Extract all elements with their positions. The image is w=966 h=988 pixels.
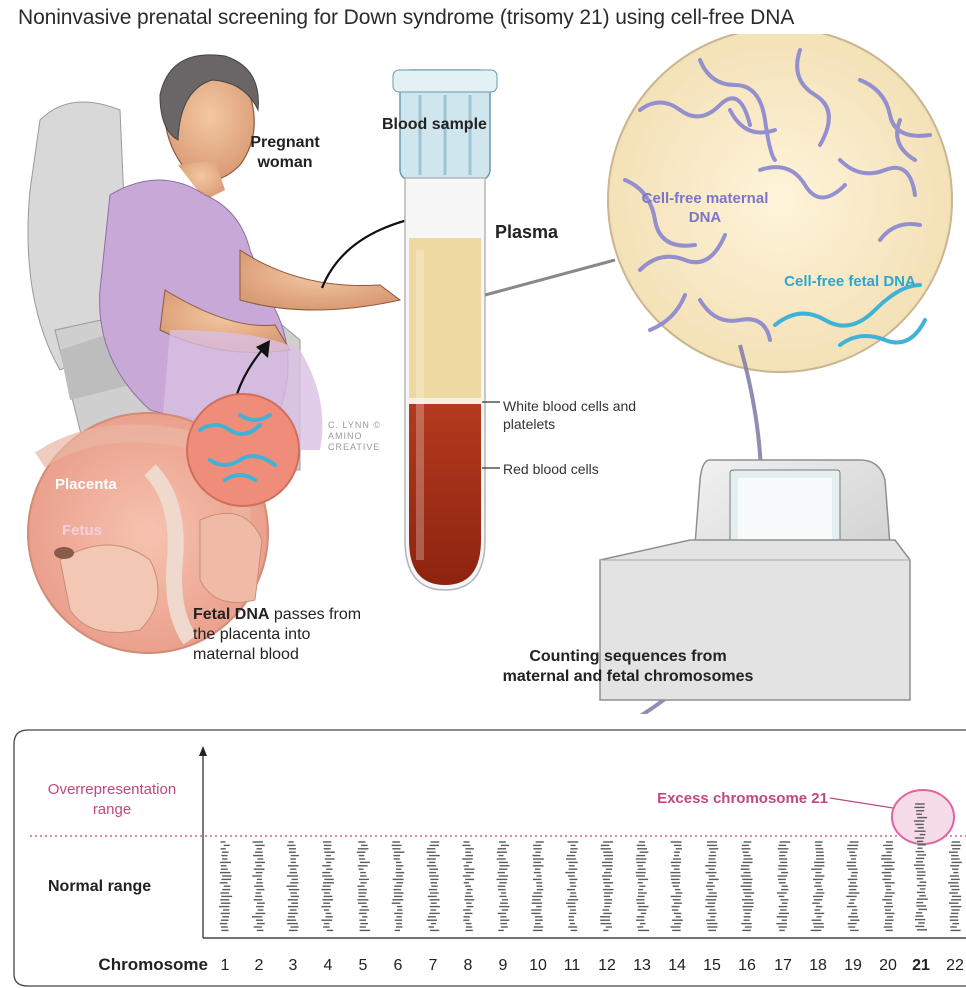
pregnant-woman-figure: [100, 55, 400, 450]
chromosome-2-sequences: [252, 842, 265, 930]
tick-label-19: 19: [844, 957, 862, 974]
normal-range-label: Normal range: [48, 878, 151, 895]
chromosome-11-sequences: [565, 842, 578, 930]
blood-sample-tube: [393, 70, 497, 590]
placenta-label: Placenta: [55, 476, 117, 493]
excess-chromosome-annotation: Excess chromosome 21: [657, 790, 828, 807]
y-axis-arrow: [199, 746, 207, 756]
chromosome-9-sequences: [496, 842, 509, 930]
chromosome-3-sequences: [286, 842, 299, 930]
tick-label-7: 7: [429, 957, 438, 974]
counting-label: Counting sequences from maternal and fet…: [498, 647, 758, 687]
fetal-dna-caption: Fetal DNA passes from the placenta into …: [193, 605, 373, 665]
tick-label-15: 15: [703, 957, 721, 974]
chromosome-19-sequences: [846, 842, 859, 930]
chromosome-22-sequences: [948, 842, 962, 930]
fetal-dna-label: Cell-free fetal DNA: [775, 272, 925, 291]
tick-label-2: 2: [255, 957, 264, 974]
tick-label-14: 14: [668, 957, 686, 974]
tick-label-11: 11: [564, 957, 581, 974]
chromosome-10-sequences: [531, 842, 544, 930]
tick-label-9: 9: [499, 957, 508, 974]
tick-label-6: 6: [394, 957, 403, 974]
tick-label-13: 13: [633, 957, 651, 974]
chromosome-15-sequences: [705, 842, 718, 930]
tick-label-4: 4: [324, 957, 333, 974]
tick-label-1: 1: [221, 957, 230, 974]
tick-label-17: 17: [774, 957, 792, 974]
fetal-dna-zoom: [187, 394, 299, 506]
tick-label-3: 3: [289, 957, 298, 974]
chromosome-17-sequences: [776, 842, 790, 930]
red-cells-label: Red blood cells: [503, 460, 599, 478]
tick-label-21: 21: [912, 957, 930, 974]
tick-label-5: 5: [359, 957, 368, 974]
plasma-label: Plasma: [495, 222, 558, 242]
chromosome-4-sequences: [321, 842, 334, 930]
credit-label: C. LYNN © AMINO CREATIVE: [328, 420, 398, 453]
chart-frame: [14, 730, 966, 986]
chromosome-14-sequences: [670, 842, 683, 930]
annotation-leader: [830, 798, 893, 808]
page-title: Noninvasive prenatal screening for Down …: [18, 6, 794, 30]
chromosome-5-sequences: [357, 842, 370, 930]
chromosome-18-sequences: [811, 842, 825, 930]
chromosome-12-sequences: [600, 842, 614, 930]
pregnant-woman-label: Pregnant woman: [250, 133, 320, 173]
tick-label-10: 10: [529, 957, 547, 974]
chromosome-1-sequences: [219, 842, 232, 930]
fetus-label: Fetus: [62, 522, 102, 539]
fetal-dna-caption-bold: Fetal DNA: [193, 606, 269, 623]
chromosome-6-sequences: [392, 842, 405, 930]
x-axis-label: Chromosome: [98, 955, 208, 974]
chromosome-7-sequences: [427, 842, 440, 930]
maternal-dna-label: Cell-free maternal DNA: [630, 189, 780, 227]
chromosome-16-sequences: [741, 842, 754, 930]
chromosome-20-sequences: [881, 842, 895, 930]
illustration: [0, 34, 966, 714]
tick-label-12: 12: [598, 957, 616, 974]
tick-label-20: 20: [879, 957, 897, 974]
tick-label-8: 8: [464, 957, 473, 974]
tick-label-16: 16: [738, 957, 756, 974]
tick-label-18: 18: [809, 957, 827, 974]
chromosome-8-sequences: [462, 842, 474, 930]
tick-label-22: 22: [946, 957, 964, 974]
white-cells-label: White blood cells and platelets: [503, 397, 643, 433]
blood-sample-label: Blood sample: [382, 115, 487, 135]
plasma-zoom-line: [485, 260, 615, 295]
chromosome-13-sequences: [636, 842, 649, 930]
